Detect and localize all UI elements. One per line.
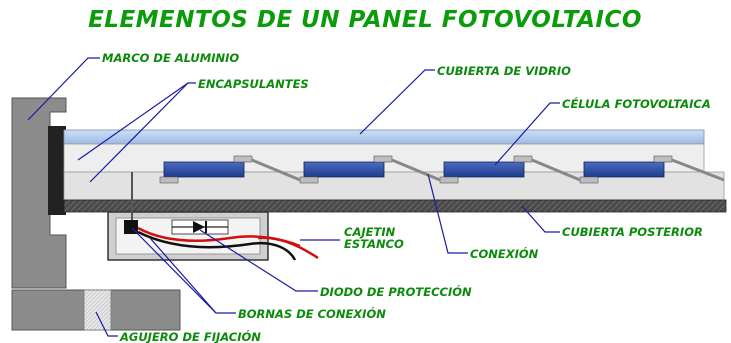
label-diode: DIODO DE PROTECCIÓN [320,284,472,299]
protection-diode [171,219,229,235]
label-junction-box-1: CAJETIN [344,225,396,239]
label-encapsulants: ENCAPSULANTES [198,77,309,91]
label-terminals: BORNAS DE CONEXIÓN [238,306,386,321]
back-cover [63,199,727,213]
label-back-cover: CUBIERTA POSTERIOR [562,225,703,239]
leader-lines [27,57,560,337]
pv-cells [163,161,665,178]
label-pv-cell: CÉLULA FOTOVOLTAICA [562,96,711,111]
pv-cell [163,161,245,178]
diagram-title: ELEMENTOS DE UN PANEL FOTOVOLTAICO [88,7,642,33]
glass-cover [63,129,705,145]
label-aluminum-frame: MARCO DE ALUMINIO [102,51,239,65]
label-junction-box-2: ESTANCO [344,237,404,251]
cell-connections [159,155,725,184]
label-mounting-hole: AGUJERO DE FIJACIÓN [119,329,261,343]
pv-cell [443,161,525,178]
pv-cell [583,161,665,178]
aluminum-frame [11,97,181,331]
pv-cell [303,161,385,178]
label-connection: CONEXIÓN [470,246,539,261]
label-glass-cover: CUBIERTA DE VIDRIO [437,64,571,78]
